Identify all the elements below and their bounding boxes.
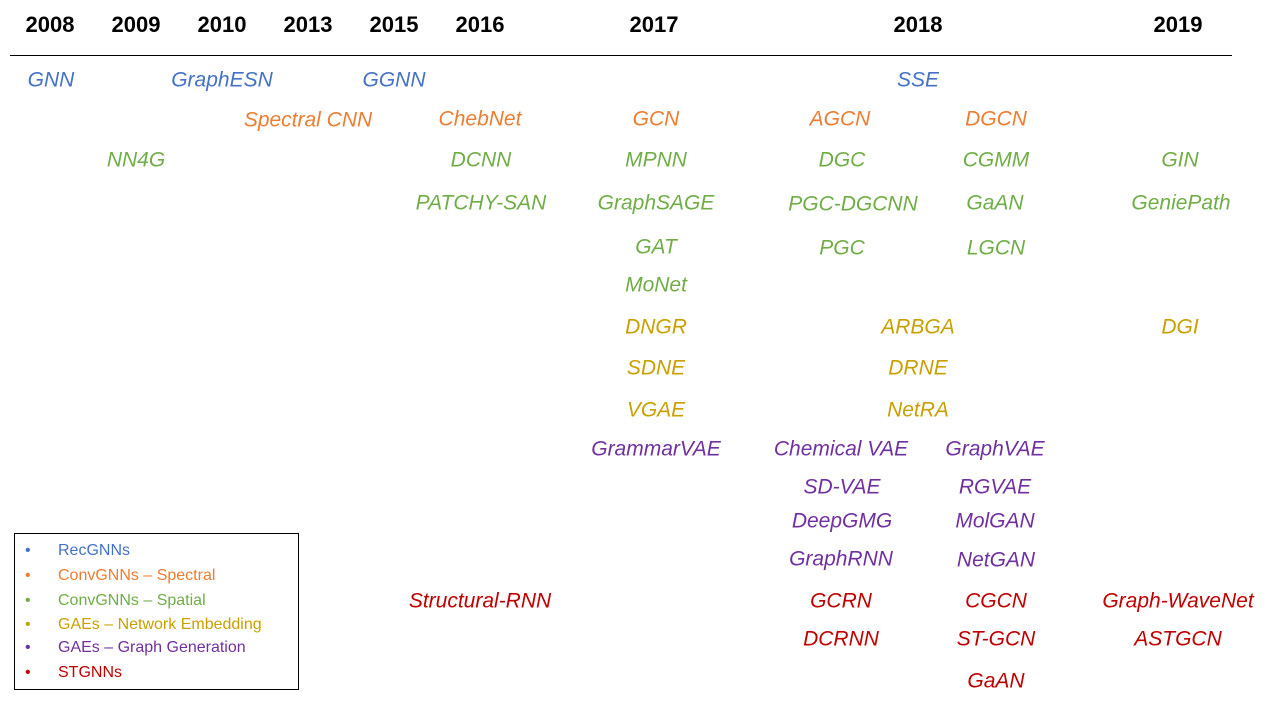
model-label-dgc: DGC [818, 148, 866, 172]
year-label-2010: 2010 [197, 12, 247, 37]
model-label-st-gcn: ST-GCN [956, 627, 1036, 651]
model-label-pgc-dgcnn: PGC-DGCNN [788, 192, 918, 216]
legend-item-recgnns: • RecGNNs [25, 543, 130, 559]
model-label-grammarvae: GrammarVAE [591, 437, 721, 461]
model-label-dngr: DNGR [625, 315, 687, 339]
model-label-gcn: GCN [632, 107, 680, 131]
legend-item-gaes-graph-generation: • GAEs – Graph Generation [25, 640, 246, 656]
legend-label: GAEs – Graph Generation [58, 639, 246, 656]
model-label-chebnet: ChebNet [438, 107, 522, 131]
model-label-gaan: GaAN [966, 191, 1024, 215]
model-label-arbga: ARBGA [881, 315, 955, 339]
model-label-lgcn: LGCN [966, 236, 1026, 260]
year-label-2016: 2016 [455, 12, 505, 37]
legend-bullet-icon: • [25, 639, 31, 656]
model-label-drne: DRNE [888, 356, 948, 380]
model-label-pgc: PGC [819, 236, 865, 260]
year-label-2013: 2013 [283, 12, 333, 37]
model-label-graphsage: GraphSAGE [597, 191, 715, 215]
legend-bullet-icon: • [25, 567, 31, 584]
model-label-netra: NetRA [887, 398, 949, 422]
model-label-gat: GAT [635, 235, 677, 259]
model-label-netgan: NetGAN [956, 548, 1036, 572]
year-label-2018: 2018 [893, 12, 943, 37]
model-label-mpnn: MPNN [625, 148, 687, 172]
year-label-2015: 2015 [369, 12, 419, 37]
model-label-deepgmg: DeepGMG [791, 509, 893, 533]
model-label-cgcn: CGCN [965, 589, 1027, 613]
legend-item-stgnns: • STGNNs [25, 665, 122, 681]
model-label-spectral-cnn: Spectral CNN [243, 108, 373, 132]
model-label-gcrn: GCRN [810, 589, 872, 613]
year-label-2019: 2019 [1153, 12, 1203, 37]
model-label-ggnn: GGNN [362, 68, 426, 92]
timeline-axis-line [10, 55, 1232, 56]
model-label-rgvae: RGVAE [958, 475, 1032, 499]
model-label-vgae: VGAE [626, 398, 686, 422]
legend-bullet-icon: • [25, 664, 31, 681]
model-label-sd-vae: SD-VAE [803, 475, 881, 499]
legend-label: ConvGNNs – Spatial [58, 592, 206, 609]
model-label-dcnn: DCNN [450, 148, 512, 172]
model-label-dgcn: DGCN [965, 107, 1027, 131]
legend-bullet-icon: • [25, 616, 31, 633]
legend: • RecGNNs • ConvGNNs – Spectral • ConvGNNs … [14, 533, 299, 690]
model-label-molgan: MolGAN [955, 509, 1035, 533]
legend-label: ConvGNNs – Spectral [58, 567, 216, 584]
model-label-chemical-vae: Chemical VAE [773, 437, 909, 461]
model-label-agcn: AGCN [809, 107, 871, 131]
year-label-2009: 2009 [111, 12, 161, 37]
model-label-gnn: GNN [27, 68, 75, 92]
model-label-graphrnn: GraphRNN [789, 547, 893, 571]
model-label-graphvae: GraphVAE [945, 437, 1045, 461]
model-label-graphesn: GraphESN [171, 68, 273, 92]
legend-item-gaes-network-embedding: • GAEs – Network Embedding [25, 617, 262, 633]
model-label-graph-wavenet: Graph-WaveNet [1102, 589, 1254, 613]
model-label-gin: GIN [1161, 148, 1199, 172]
year-label-2017: 2017 [629, 12, 679, 37]
legend-label: GAEs – Network Embedding [58, 616, 262, 633]
model-label-gaan: GaAN [967, 669, 1025, 693]
model-label-astgcn: ASTGCN [1134, 627, 1222, 651]
model-label-sse: SSE [896, 68, 940, 92]
model-label-geniepath: GeniePath [1131, 191, 1231, 215]
model-label-cgmm: CGMM [962, 148, 1030, 172]
legend-label: STGNNs [58, 664, 122, 681]
legend-item-convgnns-spectral: • ConvGNNs – Spectral [25, 568, 215, 584]
year-label-2008: 2008 [25, 12, 75, 37]
model-label-sdne: SDNE [626, 356, 686, 380]
model-label-monet: MoNet [625, 273, 687, 297]
model-label-patchy-san: PATCHY-SAN [415, 191, 547, 215]
legend-label: RecGNNs [58, 542, 131, 559]
legend-bullet-icon: • [25, 542, 31, 559]
model-label-dcrnn: DCRNN [803, 627, 879, 651]
legend-item-convgnns-spatial: • ConvGNNs – Spatial [25, 593, 206, 609]
model-label-structural-rnn: Structural-RNN [408, 589, 552, 613]
legend-bullet-icon: • [25, 592, 31, 609]
model-label-dgi: DGI [1161, 315, 1199, 339]
model-label-nn4g: NN4G [106, 148, 166, 172]
